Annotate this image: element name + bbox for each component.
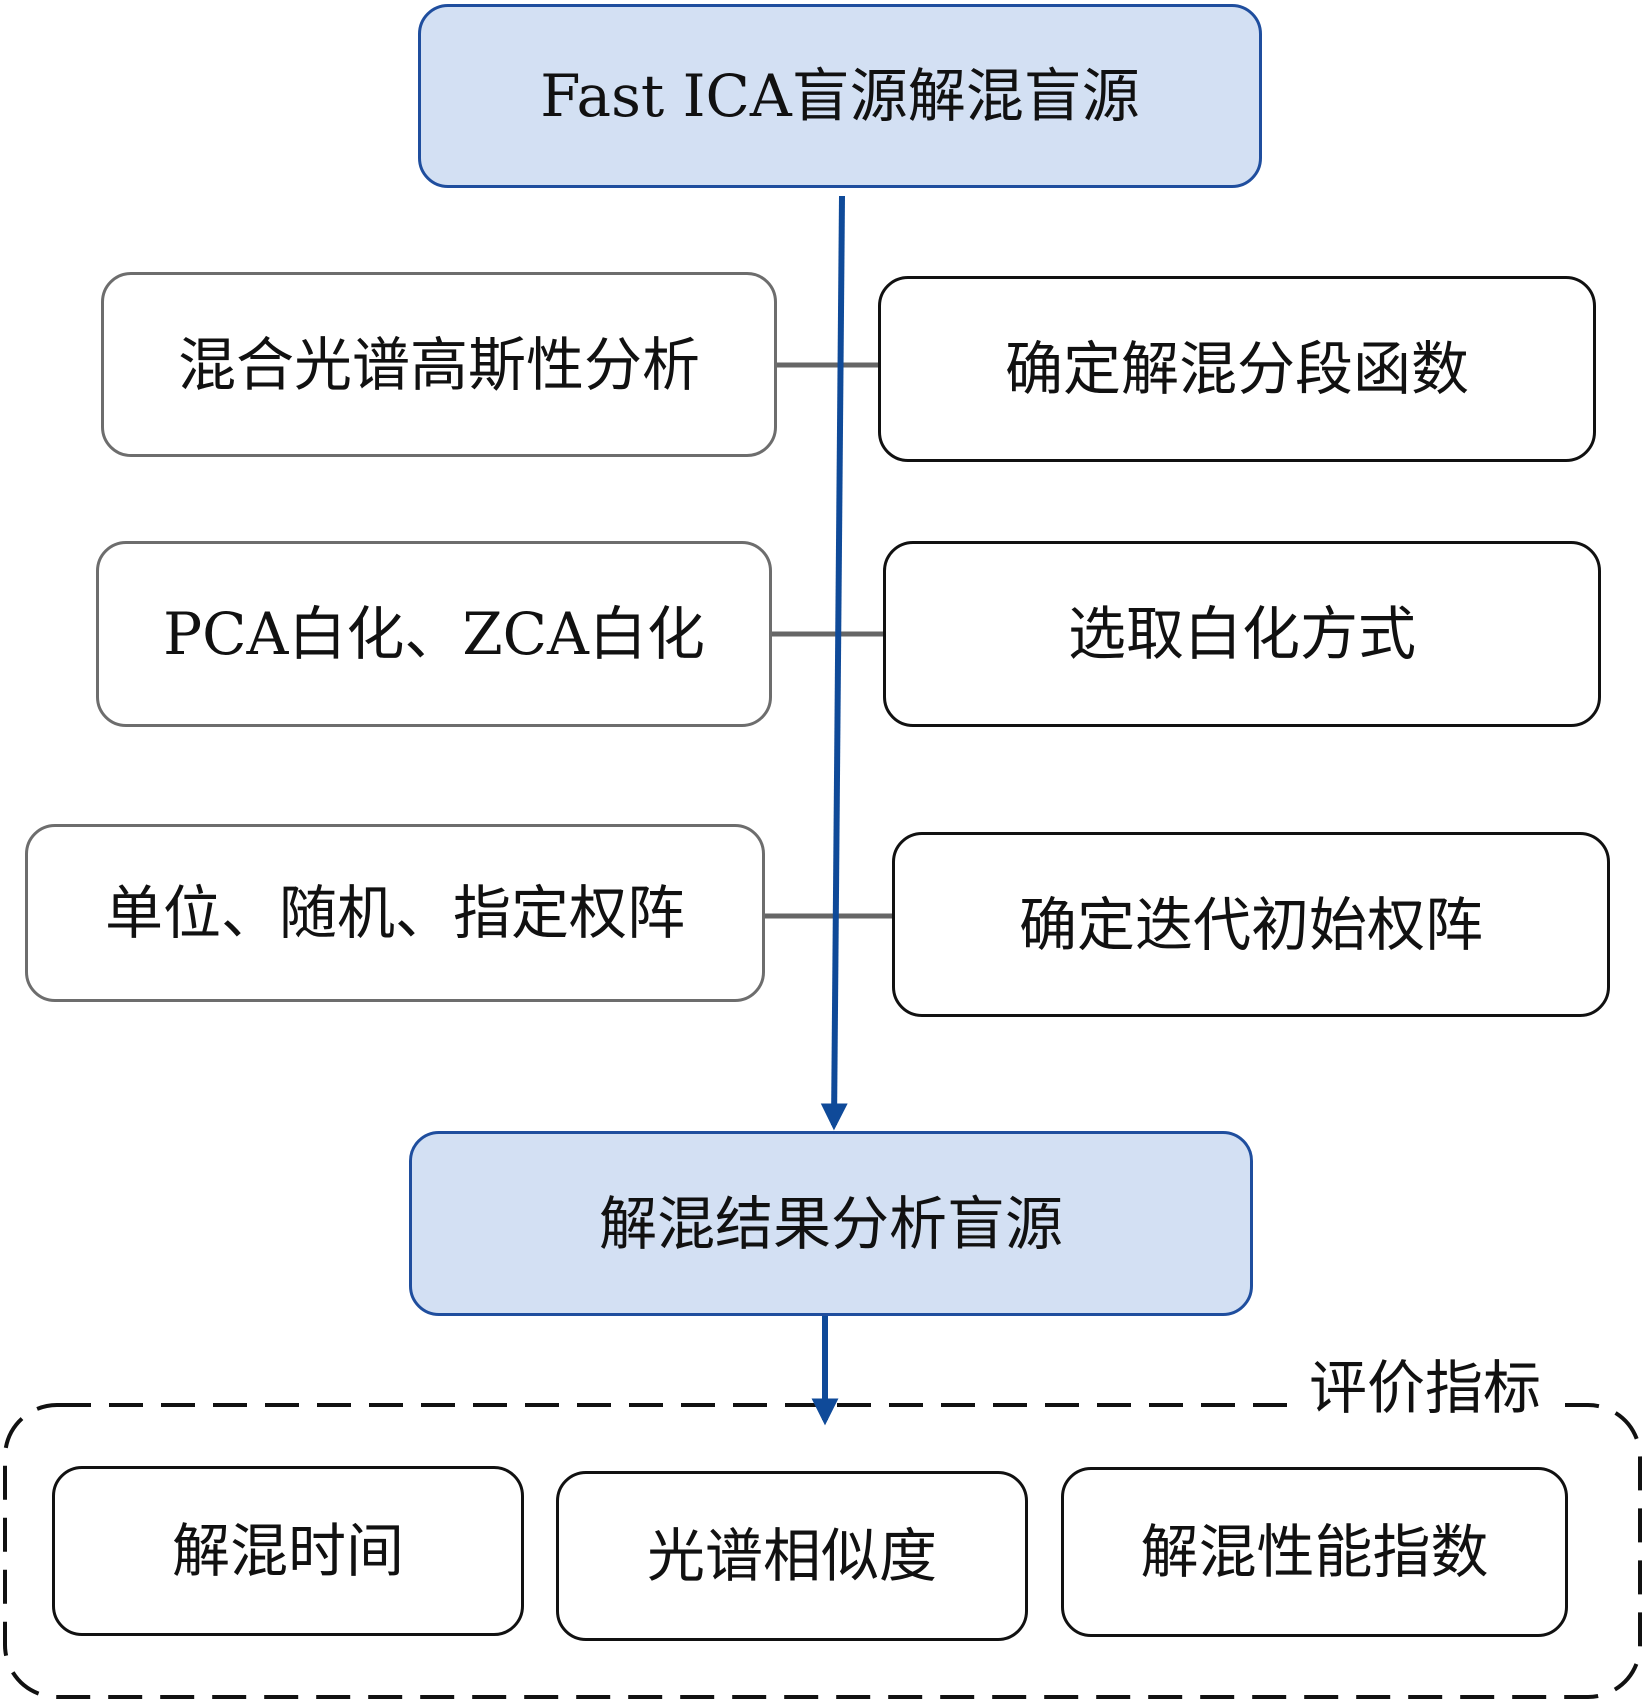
weight-matrix-options-box: 单位、随机、指定权阵 <box>25 824 765 1002</box>
node-label: 解混结果分析盲源 <box>598 1189 1063 1258</box>
initial-weight-box: 确定迭代初始权阵 <box>892 832 1610 1017</box>
node-label: 光谱相似度 <box>646 1522 937 1590</box>
metric-unmixing-time: 解混时间 <box>52 1466 524 1636</box>
segment-function-box: 确定解混分段函数 <box>878 276 1596 462</box>
whitening-method-box: 选取白化方式 <box>883 541 1601 727</box>
node-label: 混合光谱高斯性分析 <box>177 330 700 399</box>
main-flow-arrow <box>820 195 848 1131</box>
whitening-options-box: PCA白化、ZCA白化 <box>96 541 772 727</box>
node-label: PCA白化、ZCA白化 <box>163 600 705 668</box>
gaussianity-analysis-box: 混合光谱高斯性分析 <box>101 272 777 457</box>
metric-performance-index: 解混性能指数 <box>1061 1467 1568 1637</box>
metrics-group-border <box>3 1403 1642 1699</box>
node-label: 确定迭代初始权阵 <box>1018 890 1483 959</box>
metric-spectral-similarity: 光谱相似度 <box>556 1471 1028 1641</box>
node-label: 解混时间 <box>171 1517 404 1585</box>
fastica-title-label: Fast ICA盲源解混盲源 <box>540 62 1140 130</box>
unmixing-result-box: 解混结果分析盲源 <box>409 1131 1253 1316</box>
node-label: 单位、随机、指定权阵 <box>104 879 685 947</box>
metrics-group-label: 评价指标 <box>1290 1348 1560 1428</box>
node-label: 解混性能指数 <box>1140 1518 1489 1586</box>
node-label: 选取白化方式 <box>1067 600 1416 668</box>
fastica-title-box: Fast ICA盲源解混盲源 <box>418 4 1262 188</box>
node-label: 确定解混分段函数 <box>1004 335 1469 403</box>
